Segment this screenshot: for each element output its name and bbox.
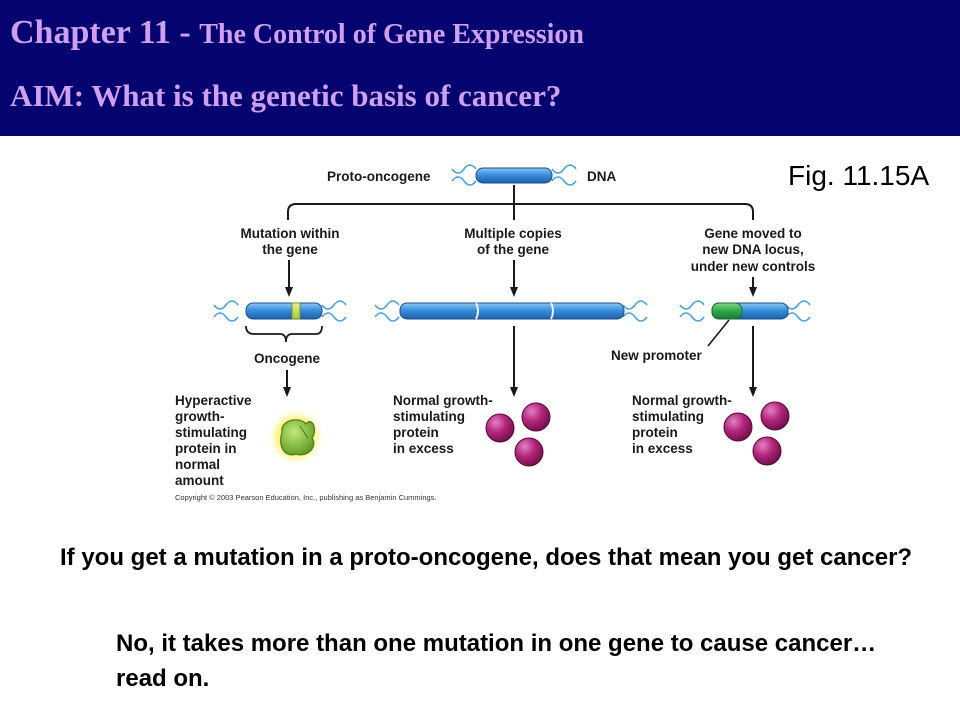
svg-text:Gene moved to: Gene moved to (704, 226, 802, 241)
new-promoter-region (711, 302, 743, 320)
svg-text:growth-: growth- (175, 409, 225, 424)
branch-2-outcome-text: Normal growth- stimulating protein in ex… (393, 393, 493, 456)
branch-1-dna (213, 300, 347, 322)
svg-text:in excess: in excess (632, 441, 693, 456)
svg-text:under new controls: under new controls (691, 259, 816, 274)
chapter-title: Chapter 11 - The Control of Gene Express… (10, 14, 584, 52)
hyperactive-protein-icon (266, 407, 326, 467)
proto-oncogene-label: Proto-oncogene (327, 169, 431, 184)
excess-protein-icon-2 (723, 401, 790, 466)
svg-text:stimulating: stimulating (175, 425, 247, 440)
svg-text:Normal growth-: Normal growth- (632, 393, 732, 408)
svg-text:Hyperactive: Hyperactive (175, 393, 252, 408)
branch-1-heading: Mutation within the gene (241, 226, 340, 257)
svg-text:the gene: the gene (262, 242, 318, 257)
branch-3-outcome-text: Normal growth- stimulating protein in ex… (632, 393, 732, 456)
answer-text: No, it takes more than one mutation in o… (116, 630, 877, 692)
svg-text:protein in: protein in (175, 441, 237, 456)
new-promoter-label: New promoter (611, 348, 703, 363)
aim-line: AIM: What is the genetic basis of cancer… (10, 78, 562, 113)
svg-text:protein: protein (393, 425, 439, 440)
proto-oncogene-gene (475, 167, 553, 184)
branch-2-heading: Multiple copies of the gene (464, 226, 562, 257)
arrows-to-dna (285, 260, 757, 297)
svg-text:of the gene: of the gene (477, 242, 549, 257)
oncogene-label: Oncogene (254, 351, 321, 366)
question-text: If you get a mutation in a proto-oncogen… (60, 544, 913, 571)
oncogene-bracket (245, 325, 323, 343)
svg-text:stimulating: stimulating (393, 409, 465, 424)
svg-text:amount: amount (175, 473, 224, 488)
branch-3-dna (679, 300, 811, 322)
svg-text:stimulating: stimulating (632, 409, 704, 424)
svg-text:in excess: in excess (393, 441, 454, 456)
branch-connectors (287, 185, 754, 220)
oncogene-gene (245, 302, 323, 320)
chapter-number: Chapter 11 - (10, 14, 200, 51)
figure-label: Fig. 11.15A (788, 160, 930, 191)
svg-text:Multiple copies: Multiple copies (464, 226, 562, 241)
svg-text:Normal growth-: Normal growth- (393, 393, 493, 408)
dna-label: DNA (587, 169, 616, 184)
svg-text:new DNA locus,: new DNA locus, (702, 242, 804, 257)
svg-text:protein: protein (632, 425, 678, 440)
multiple-gene-copies (399, 302, 625, 320)
new-promoter-pointer (707, 319, 730, 347)
branch-3-heading: Gene moved to new DNA locus, under new c… (691, 226, 816, 274)
svg-text:Mutation within: Mutation within (241, 226, 340, 241)
mutation-site (291, 302, 301, 320)
top-dna (451, 164, 577, 186)
chapter-subtitle: The Control of Gene Expression (199, 19, 584, 50)
branch-2-dna (374, 300, 648, 322)
branch-1-outcome-text: Hyperactive growth- stimulating protein … (175, 393, 252, 488)
title-banner: Chapter 11 - The Control of Gene Express… (0, 0, 960, 136)
svg-text:normal: normal (175, 457, 220, 472)
arrows-to-outcomes (283, 326, 757, 397)
copyright-notice: Copyright © 2003 Pearson Education, Inc.… (175, 493, 437, 502)
excess-protein-icon-1 (485, 402, 551, 467)
